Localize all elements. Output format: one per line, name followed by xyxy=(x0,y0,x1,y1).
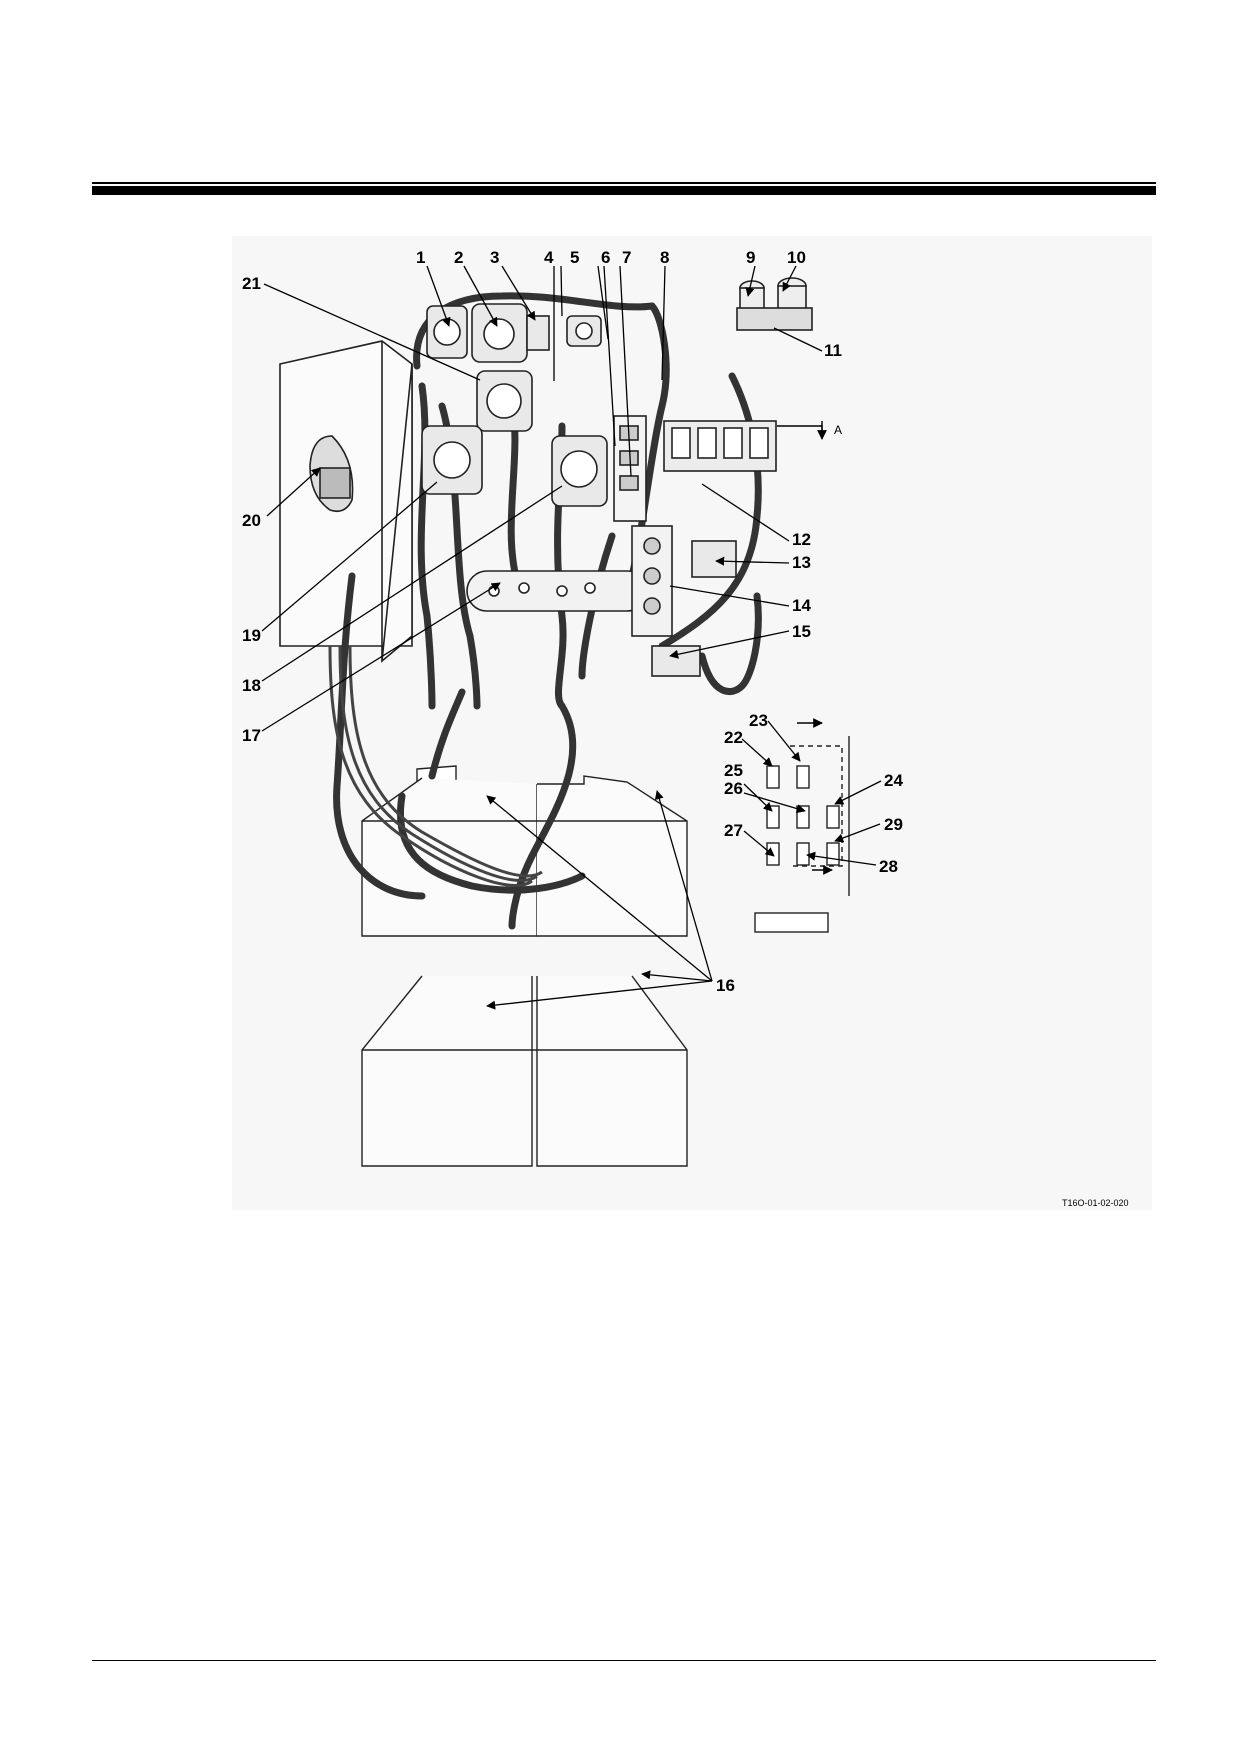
battery-group xyxy=(361,765,688,1167)
sensor-5 xyxy=(566,315,602,347)
busbar-17 xyxy=(466,570,648,612)
view-a-marker xyxy=(777,421,833,875)
callout-6: 6 xyxy=(601,248,610,267)
callout-labels: 1 2 3 4 5 6 7 8 9 10 11 12 13 14 15 16 1… xyxy=(242,248,903,995)
callout-9: 9 xyxy=(746,248,755,267)
callout-13: 13 xyxy=(792,553,811,572)
leader-lines xyxy=(261,265,882,1010)
callout-23: 23 xyxy=(749,711,768,730)
relay-2 xyxy=(471,303,528,363)
callout-29: 29 xyxy=(884,815,903,834)
callout-28: 28 xyxy=(879,857,898,876)
connector-15 xyxy=(651,645,701,677)
callout-22: 22 xyxy=(724,728,743,747)
relay-1 xyxy=(426,305,468,359)
callout-8: 8 xyxy=(660,248,669,267)
callout-16: 16 xyxy=(716,976,735,995)
connector-3 xyxy=(526,315,550,351)
callout-4: 4 xyxy=(544,248,554,267)
callout-11: 11 xyxy=(824,341,842,360)
contactor-18 xyxy=(551,435,608,507)
callout-24: 24 xyxy=(884,771,903,790)
callout-17: 17 xyxy=(242,726,261,745)
module-13 xyxy=(691,540,737,578)
main-cable-bundle xyxy=(328,645,543,887)
callout-25: 25 xyxy=(724,761,743,780)
header-rule xyxy=(92,186,1156,195)
view-a-label: A xyxy=(834,423,842,437)
detail-view-a xyxy=(754,736,850,933)
relay-board-14 xyxy=(631,525,673,637)
callout-1: 1 xyxy=(416,248,425,267)
wiring-diagram: A 1 2 xyxy=(232,236,1152,1210)
contactor-19 xyxy=(421,425,483,495)
header-rule-thin xyxy=(92,182,1156,184)
figure-id-code: T16O-01-02-020 xyxy=(1062,1198,1129,1208)
callout-18: 18 xyxy=(242,676,261,695)
callout-2: 2 xyxy=(454,248,463,267)
electrical-box xyxy=(279,340,413,663)
callout-14: 14 xyxy=(792,596,811,615)
bracket-11 xyxy=(736,307,813,331)
callout-12: 12 xyxy=(792,530,811,549)
callout-20: 20 xyxy=(242,511,261,530)
fuse-block-12 xyxy=(663,420,777,472)
callout-10: 10 xyxy=(787,248,806,267)
horn-10 xyxy=(777,277,807,311)
relay-21 xyxy=(476,370,533,432)
callout-5: 5 xyxy=(570,248,579,267)
callout-19: 19 xyxy=(242,626,261,645)
horn-9 xyxy=(739,280,765,311)
callout-15: 15 xyxy=(792,622,811,641)
callout-27: 27 xyxy=(724,821,743,840)
callout-3: 3 xyxy=(490,248,499,267)
callout-26: 26 xyxy=(724,779,743,798)
callout-7: 7 xyxy=(622,248,631,267)
callout-21: 21 xyxy=(242,274,261,293)
footer-rule xyxy=(92,1660,1156,1661)
